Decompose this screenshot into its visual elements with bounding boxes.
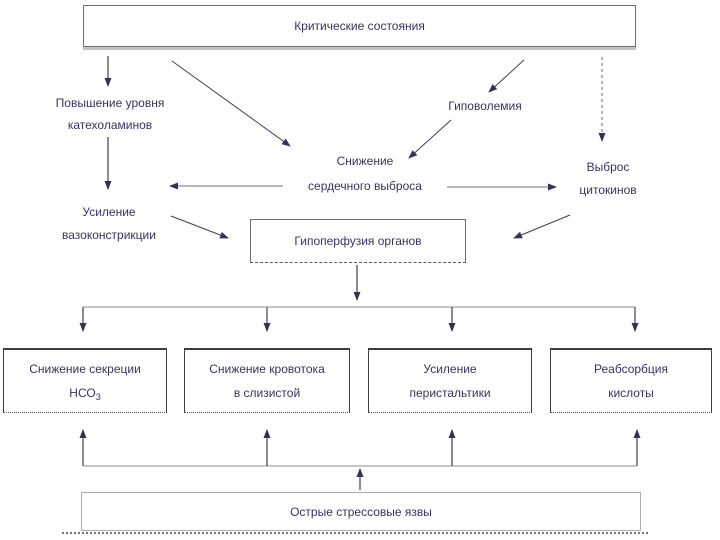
mucosal-blood-flow-line2: в слизистой [233, 386, 301, 400]
arrow-critical-to-hypovolemia [488, 59, 525, 93]
arrow-cytokines-to-hypoperfusion [513, 214, 571, 239]
arrow-vasoconstriction-to-hypoperfusion [170, 215, 229, 239]
node-cardiac-output: Снижение сердечного выброса [280, 149, 450, 199]
node-hypoperfusion: Гипоперфузия органов [250, 219, 466, 263]
peristalsis-line1: Усиление [423, 362, 477, 376]
node-stress-ulcers: Острые стрессовые язвы [81, 492, 641, 531]
cardiac-output-line2: сердечного выброса [308, 179, 422, 193]
node-hco3-secretion: Снижение секреции НСО3 [3, 348, 167, 413]
acid-reabsorption-line1: Реабсорбция [594, 362, 668, 376]
acid-reabsorption-line2: кислоты [608, 386, 654, 400]
node-vasoconstriction: Усиление вазоконстрикции [30, 201, 188, 247]
hco3-secretion-line2: НСО3 [69, 381, 100, 405]
node-hypovolemia: Гиповолемия [425, 95, 545, 118]
vasoconstriction-line2: вазоконстрикции [62, 228, 156, 242]
cytokines-line2: цитокинов [579, 183, 637, 197]
peristalsis-line2: перистальтики [409, 386, 491, 400]
catecholamines-line2: катехоламинов [67, 118, 153, 132]
hco3-formula-base: НСО [69, 386, 96, 400]
cardiac-output-line1: Снижение [336, 154, 394, 168]
node-acid-reabsorption: Реабсорбция кислоты [550, 348, 712, 413]
catecholamines-line1: Повышение уровня [55, 96, 165, 110]
cytokines-line1: Выброс [586, 160, 630, 174]
mucosal-blood-flow-line1: Снижение кровотока [209, 362, 325, 376]
node-cytokines: Выброс цитокинов [556, 156, 660, 202]
node-catecholamines: Повышение уровня катехоламинов [30, 92, 190, 136]
node-mucosal-blood-flow: Снижение кровотока в слизистой [184, 348, 350, 413]
stress-ulcers-label: Острые стрессовые язвы [290, 504, 432, 519]
critical-states-label: Критические состояния [294, 19, 425, 33]
node-critical-states: Критические состояния [83, 5, 636, 47]
vasoconstriction-line1: Усиление [82, 205, 136, 219]
node-peristalsis: Усиление перистальтики [368, 348, 532, 413]
hypovolemia-label: Гиповолемия [448, 99, 522, 113]
hypoperfusion-label: Гипоперфузия органов [294, 234, 422, 248]
hco3-formula-subscript: 3 [95, 392, 101, 402]
hco3-secretion-line1: Снижение секреции [29, 362, 141, 376]
arrow-critical-to-cardiac-output [171, 60, 291, 147]
arrow-hypovolemia-to-cardiac-output [408, 119, 452, 159]
